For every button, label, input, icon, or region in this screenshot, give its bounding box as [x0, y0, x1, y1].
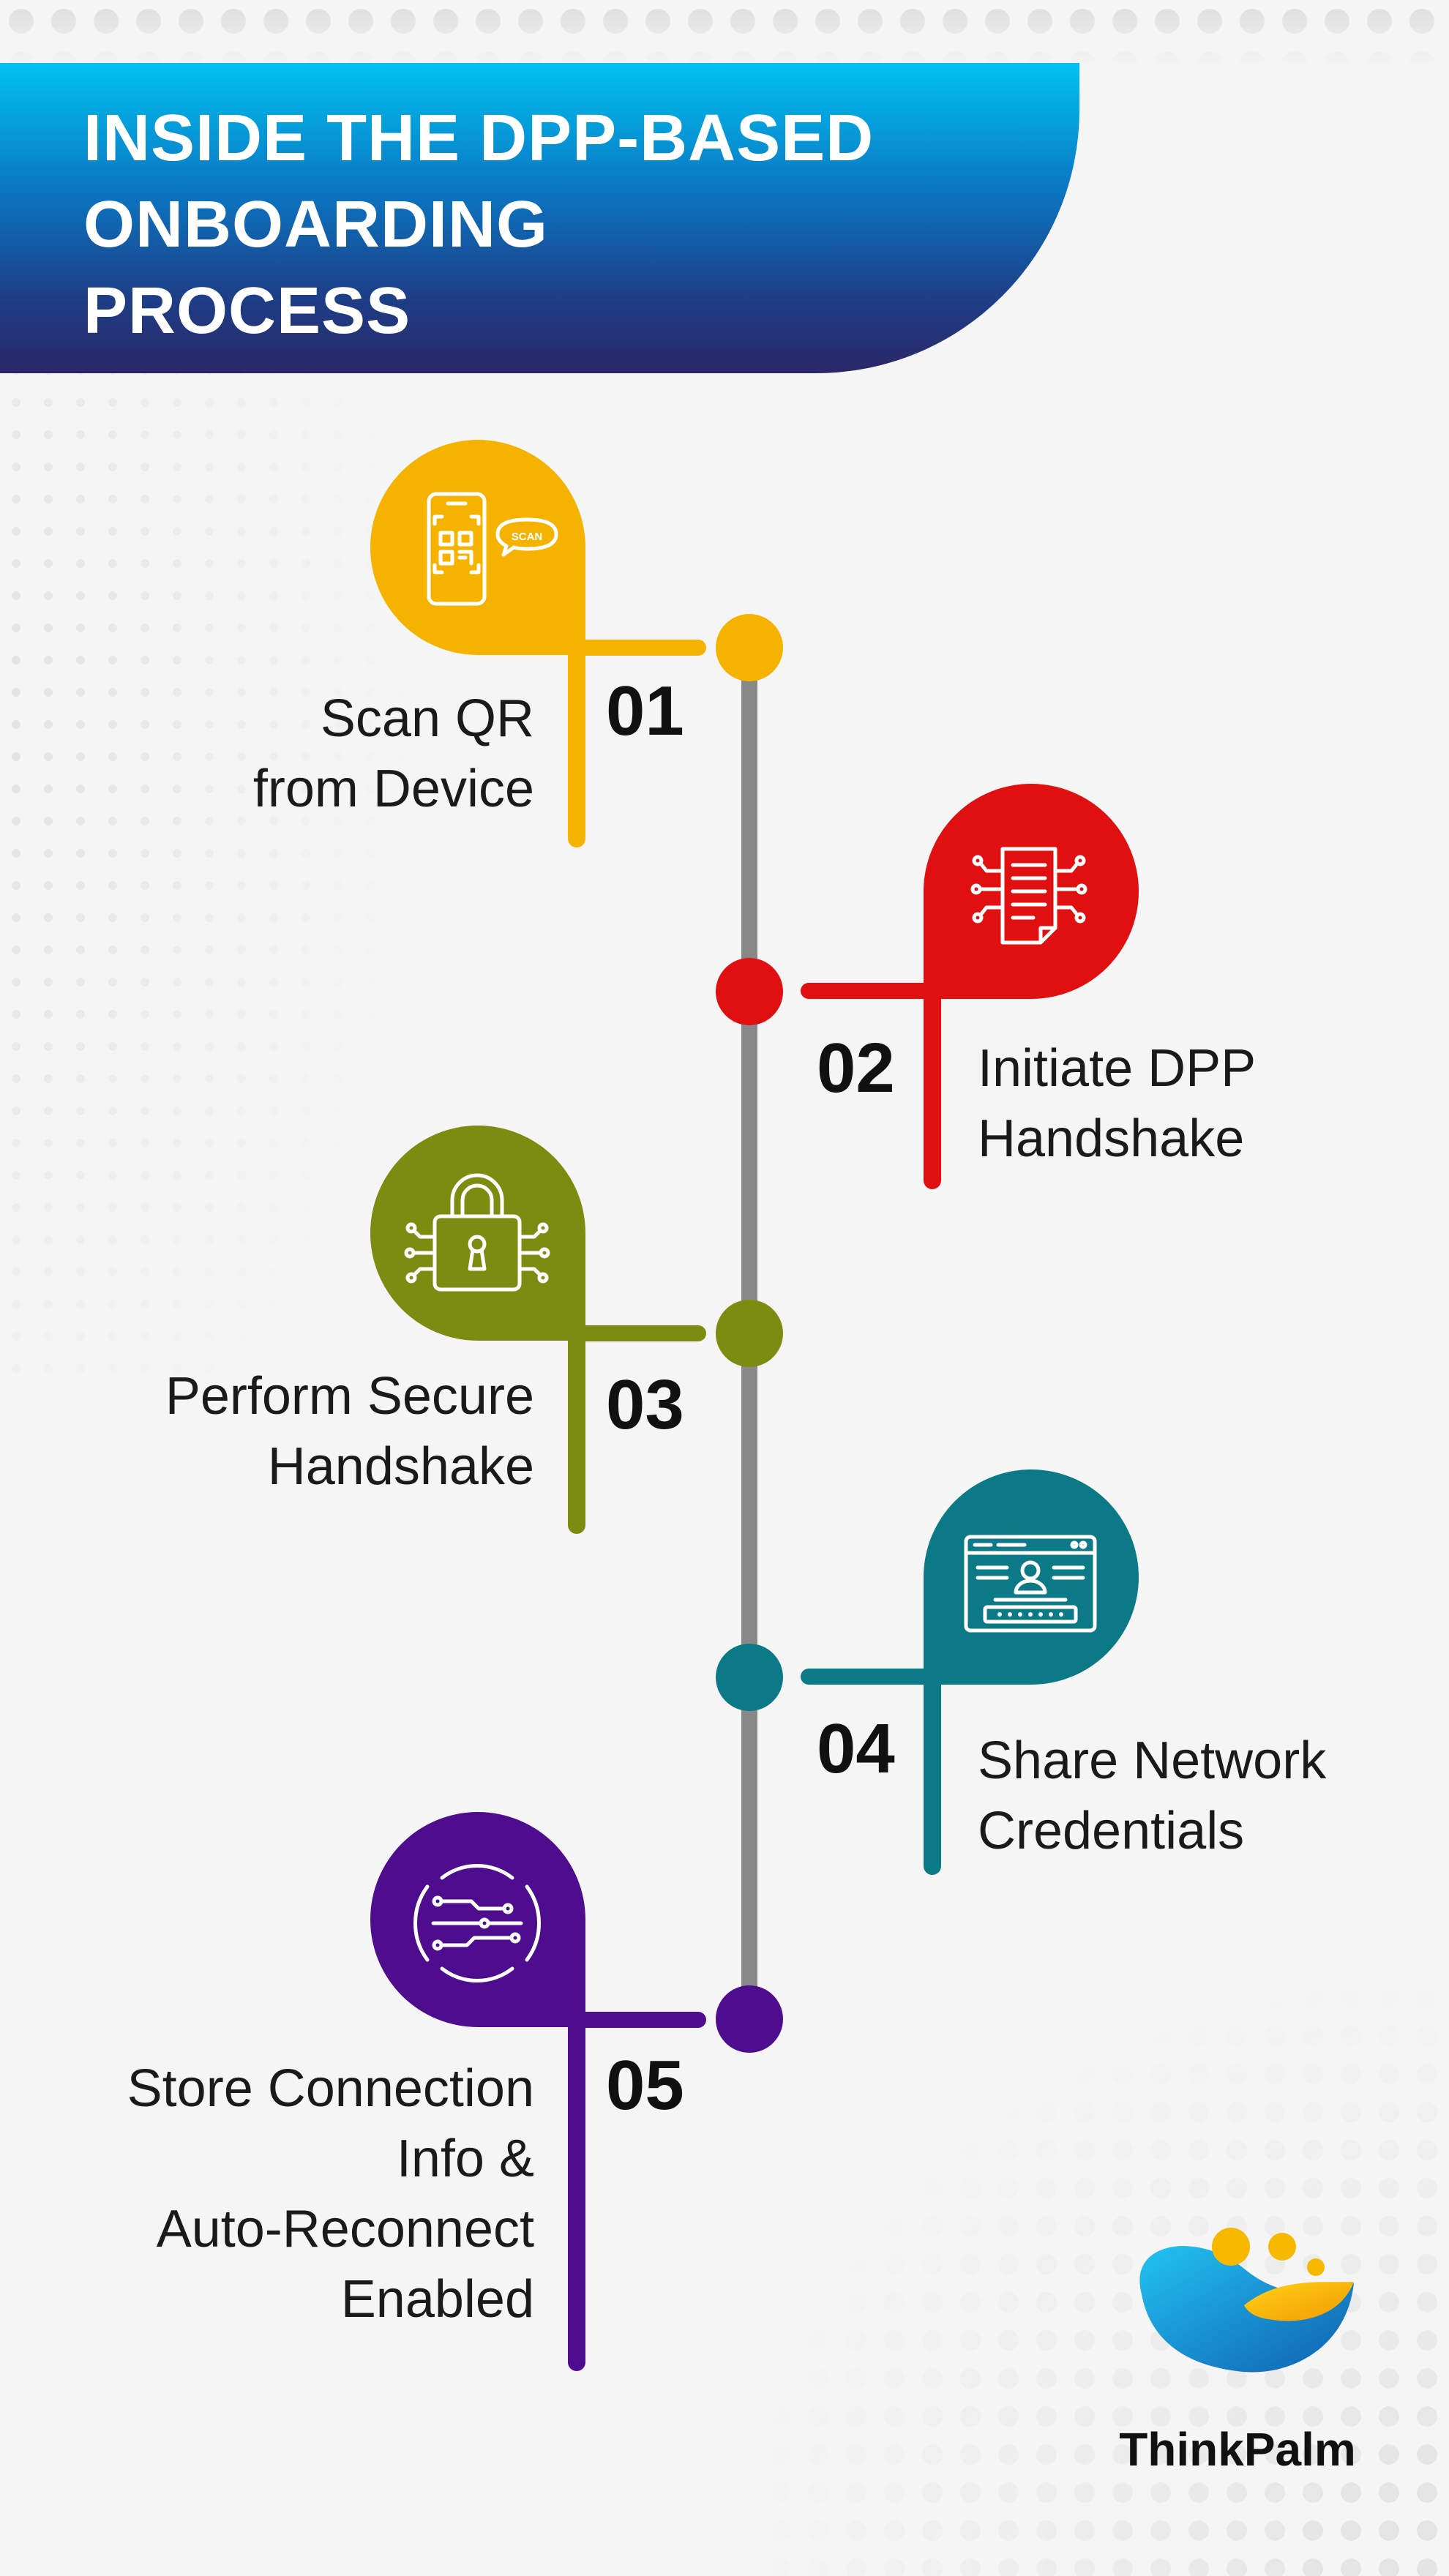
title-line-1: INSIDE THE DPP-BASED	[83, 102, 875, 175]
step-5-graphic	[370, 1812, 783, 2371]
step-4-number: 04	[817, 1710, 895, 1788]
step-3-teardrop	[370, 1126, 585, 1341]
step-2-label-line-2: Handshake	[978, 1109, 1245, 1168]
step-4-label-line-2: Credentials	[978, 1802, 1245, 1860]
step-1-label-line-2: from Device	[252, 760, 534, 818]
step-3-stem	[568, 1330, 585, 1534]
step-3-number: 03	[606, 1366, 684, 1444]
step-1-number: 01	[606, 672, 684, 750]
step-2-connector	[801, 983, 940, 999]
step-4-label: Share Network Credentials	[978, 1726, 1326, 1866]
step-5-label: Store Connection Info & Auto-Reconnect E…	[127, 2053, 534, 2334]
step-3-connector	[564, 1325, 706, 1341]
step-4-connector	[801, 1669, 940, 1685]
title-line-3: PROCESS	[83, 274, 411, 348]
step-2-label: Initiate DPP Handshake	[978, 1033, 1256, 1174]
step-4-stem	[924, 1674, 941, 1875]
step-2-stem	[924, 988, 941, 1189]
step-3-graphic	[370, 1126, 783, 1534]
step-5-stem	[568, 2016, 585, 2371]
step-5-connector	[564, 2012, 706, 2028]
step-2-number: 02	[817, 1029, 895, 1107]
step-5-label-line-4: Enabled	[340, 2270, 534, 2329]
header-banner	[0, 63, 1079, 373]
step-5-number: 05	[606, 2046, 684, 2124]
step-1-icon-text: SCAN	[512, 531, 543, 543]
login-window-icon	[964, 1535, 1097, 1633]
circuit-lock-icon	[404, 1173, 550, 1292]
step-2-graphic	[716, 784, 1139, 1189]
brand-name: ThinkPalm	[1119, 2423, 1356, 2476]
step-4-label-line-1: Share Network	[978, 1731, 1327, 1790]
document-circuit-icon	[970, 847, 1087, 945]
step-4-node	[716, 1644, 783, 1711]
step-2-label-line-1: Initiate DPP	[978, 1039, 1257, 1098]
page-title: INSIDE THE DPP-BASED ONBOARDING PROCESS	[83, 95, 1035, 354]
step-5-label-line-2: Info &	[396, 2130, 534, 2188]
circuit-globe-icon	[413, 1864, 541, 1982]
step-1-graphic: SCAN	[370, 440, 783, 847]
step-5-label-line-1: Store Connection	[127, 2059, 534, 2118]
step-3-label: Perform Secure Handshake	[165, 1361, 534, 1502]
step-3-label-line-2: Handshake	[267, 1437, 534, 1496]
qr-scan-phone-icon	[427, 492, 558, 606]
step-4-graphic	[716, 1469, 1139, 1875]
title-line-2: ONBOARDING	[83, 188, 548, 261]
step-1-teardrop	[370, 440, 585, 655]
step-1-label-line-1: Scan QR	[320, 689, 534, 748]
password-dots	[997, 1612, 1063, 1617]
step-1-connector	[564, 640, 706, 656]
step-3-node	[716, 1300, 783, 1367]
step-1-label: Scan QR from Device	[253, 684, 534, 824]
step-5-teardrop	[370, 1812, 585, 2027]
step-2-node	[716, 958, 783, 1025]
step-1-node	[716, 614, 783, 681]
step-1-stem	[568, 644, 585, 847]
step-5-node	[716, 1985, 783, 2053]
thinkpalm-logo-icon	[1139, 2228, 1354, 2373]
step-5-label-line-3: Auto-Reconnect	[156, 2200, 534, 2258]
step-3-label-line-1: Perform Secure	[165, 1367, 534, 1426]
